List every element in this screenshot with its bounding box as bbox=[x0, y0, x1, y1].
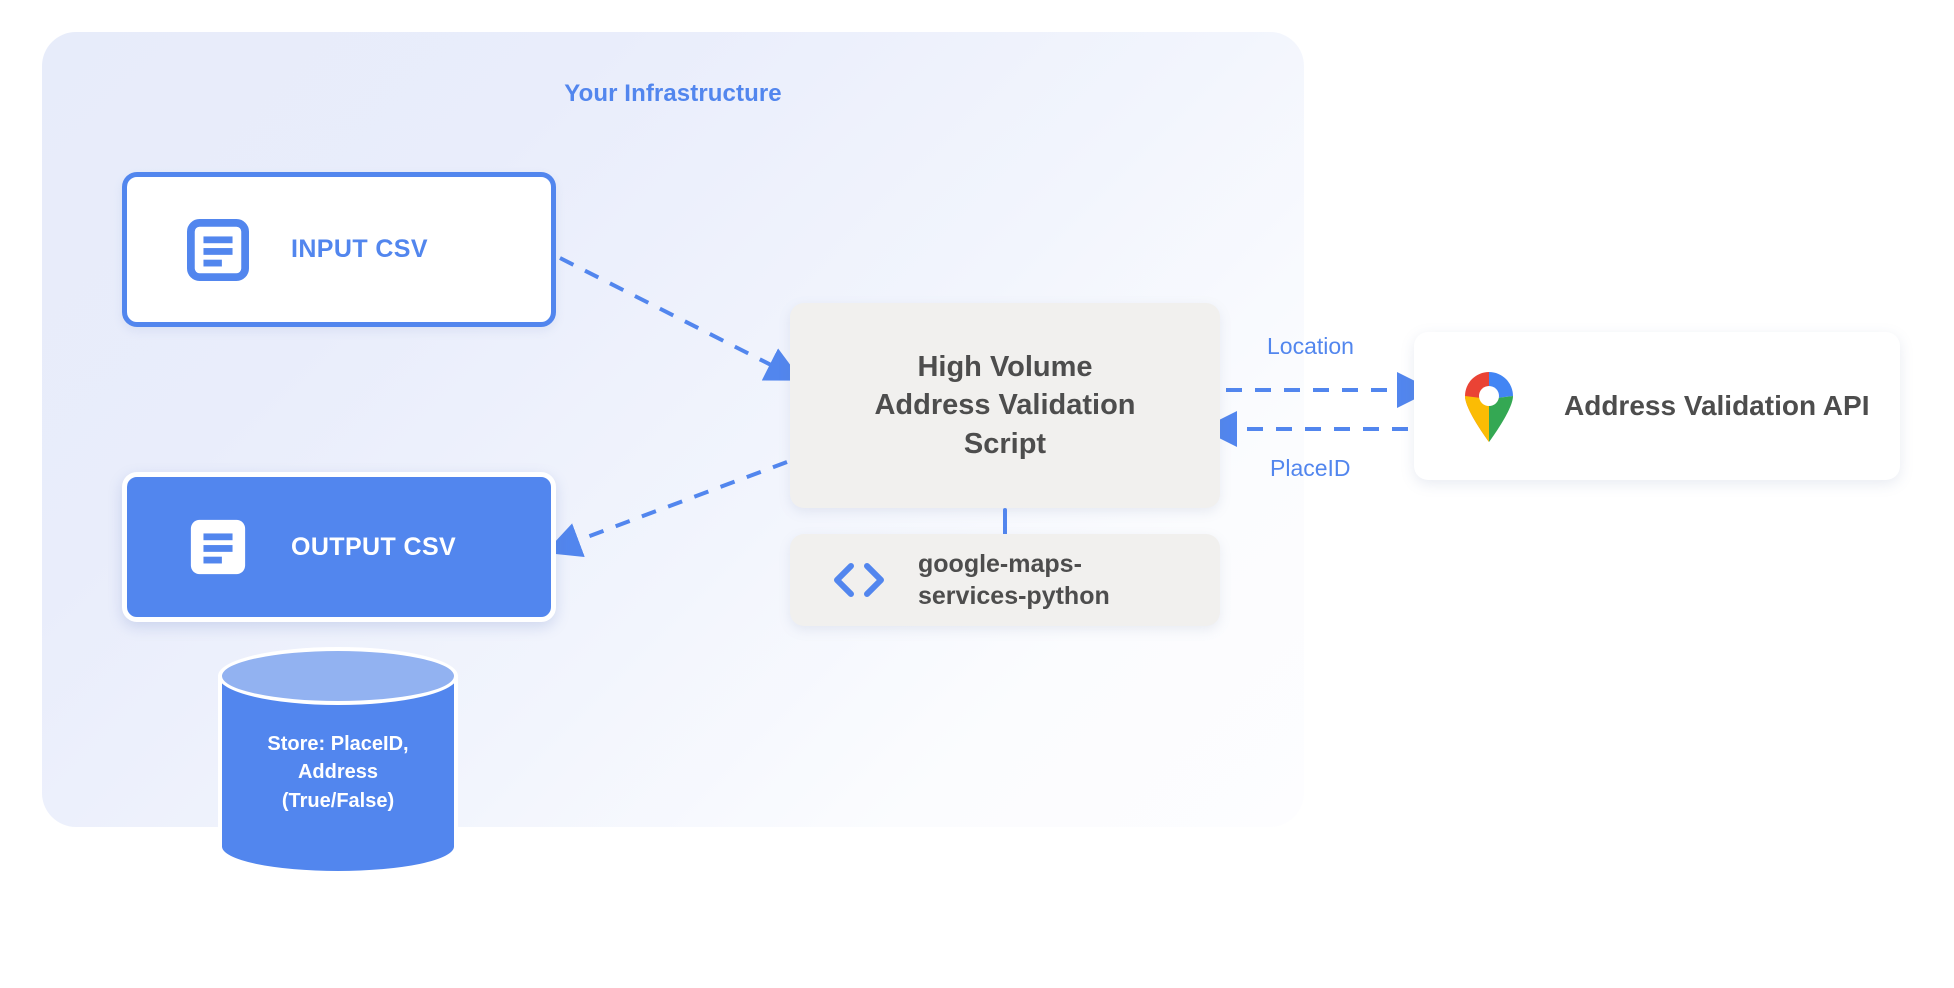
script-library-connector bbox=[1003, 508, 1007, 540]
output-csv-node[interactable]: OUTPUT CSV bbox=[122, 472, 556, 622]
cylinder-top bbox=[218, 647, 458, 705]
database-node[interactable]: Store: PlaceID, Address (True/False) bbox=[218, 647, 458, 875]
database-label: Store: PlaceID, Address (True/False) bbox=[267, 733, 409, 812]
code-brackets-icon bbox=[834, 563, 884, 597]
edge-label-placeid: PlaceID bbox=[1270, 455, 1351, 481]
page-title: Your Infrastructure bbox=[564, 80, 782, 107]
input-csv-node[interactable]: INPUT CSV bbox=[122, 172, 556, 327]
api-label: Address Validation API bbox=[1564, 390, 1870, 421]
output-csv-label: OUTPUT CSV bbox=[291, 532, 457, 561]
script-label: High Volume Address Validation Script bbox=[874, 351, 1136, 460]
document-icon bbox=[187, 218, 249, 281]
address-validation-api-node[interactable]: Address Validation API bbox=[1414, 332, 1900, 480]
library-node[interactable]: google-maps- services-python bbox=[790, 534, 1220, 626]
edge-label-location: Location bbox=[1267, 333, 1354, 359]
document-icon bbox=[190, 519, 246, 575]
input-csv-label: INPUT CSV bbox=[291, 235, 428, 263]
google-maps-pin-icon bbox=[1465, 372, 1513, 442]
library-label: google-maps- services-python bbox=[918, 550, 1110, 610]
script-node[interactable]: High Volume Address Validation Script bbox=[790, 303, 1220, 508]
